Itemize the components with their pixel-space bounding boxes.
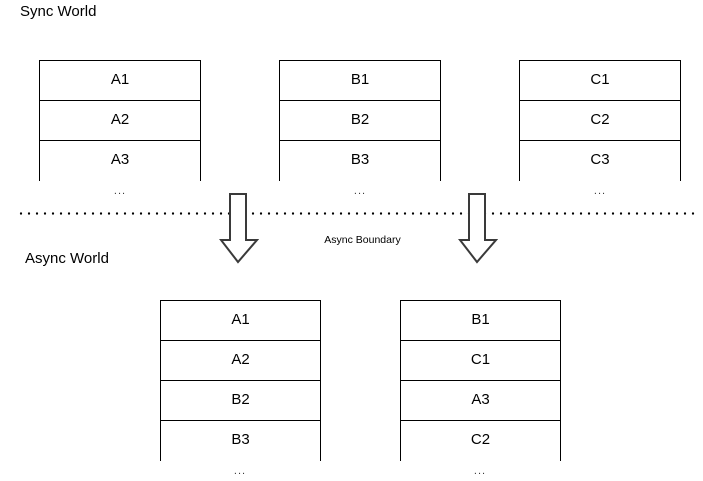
sync-queue-a: A1 A2 A3 [39, 60, 201, 181]
sync-queue-c: C1 C2 C3 [519, 60, 681, 181]
queue-cell: A3 [40, 141, 200, 181]
queue-cell: C1 [520, 61, 680, 101]
sync-queue-a-overflow: ... [113, 185, 127, 197]
queue-cell: B2 [280, 101, 440, 141]
queue-cell: A1 [40, 61, 200, 101]
queue-cell: C2 [520, 101, 680, 141]
queue-cell: B3 [280, 141, 440, 181]
queue-cell: A3 [401, 381, 560, 421]
sync-queue-c-overflow: ... [593, 185, 607, 197]
queue-cell: B1 [401, 301, 560, 341]
sync-queue-b-overflow: ... [353, 185, 367, 197]
queue-cell: A2 [161, 341, 320, 381]
async-queue-2-overflow: ... [473, 465, 487, 477]
async-queue-2: B1 C1 A3 C2 [400, 300, 561, 461]
queue-cell: A1 [161, 301, 320, 341]
arrow-down-icon-right [457, 192, 499, 264]
queue-cell: B1 [280, 61, 440, 101]
sync-world-label: Sync World [20, 3, 97, 20]
queue-cell: A2 [40, 101, 200, 141]
queue-cell: B3 [161, 421, 320, 461]
async-boundary-caption: Async Boundary [324, 234, 401, 246]
async-queue-1: A1 A2 B2 B3 [160, 300, 321, 461]
async-world-label: Async World [25, 250, 109, 267]
async-queue-1-overflow: ... [233, 465, 247, 477]
queue-cell: C2 [401, 421, 560, 461]
queue-cell: C1 [401, 341, 560, 381]
sync-queue-b: B1 B2 B3 [279, 60, 441, 181]
async-boundary-line [17, 212, 699, 215]
arrow-down-icon-left [218, 192, 260, 264]
queue-cell: B2 [161, 381, 320, 421]
queue-cell: C3 [520, 141, 680, 181]
